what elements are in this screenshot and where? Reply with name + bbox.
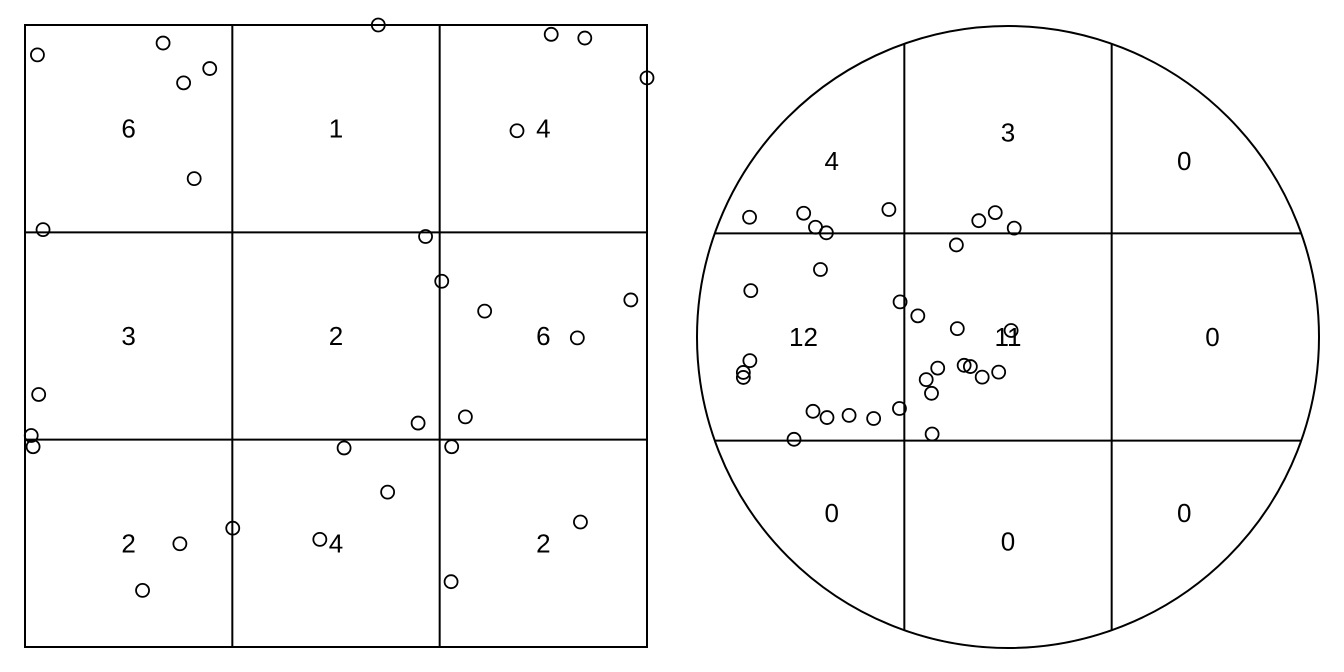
window-border (24, 24, 648, 648)
point-marker (918, 372, 934, 388)
quadrat-count-label: 4 (825, 146, 839, 176)
quadrat-count-label: 2 (329, 321, 343, 351)
quadrat-count-label: 4 (329, 528, 343, 558)
quadrat-count-label: 0 (1177, 498, 1191, 528)
point-marker (910, 308, 926, 324)
point-marker (202, 61, 218, 76)
point-marker (35, 222, 51, 238)
point-marker (477, 303, 493, 319)
quadrat-count-label: 0 (825, 498, 839, 528)
point-marker (987, 205, 1003, 221)
quadrat-count-label: 2 (536, 528, 550, 558)
point-marker (881, 202, 897, 217)
point-marker (1003, 323, 1019, 338)
point-marker (930, 360, 946, 376)
point-marker (742, 209, 757, 225)
point-marker (813, 262, 828, 277)
point-marker (892, 294, 908, 310)
quadrat-count-label: 0 (1177, 146, 1191, 176)
point-marker (31, 387, 47, 402)
point-marker (225, 520, 241, 536)
point-marker (796, 205, 812, 221)
point-marker (569, 330, 585, 346)
point-marker (418, 229, 433, 244)
point-marker (892, 401, 907, 416)
point-marker (786, 431, 802, 447)
point-marker (924, 426, 940, 442)
point-marker (819, 410, 835, 425)
point-marker (444, 439, 460, 455)
point-marker (948, 237, 964, 253)
quadrat-count-label: 0 (1001, 527, 1015, 557)
point-marker (172, 536, 188, 552)
quadrat-count-label: 2 (121, 528, 135, 558)
point-marker (410, 415, 426, 431)
point-marker (543, 26, 559, 42)
point-marker (956, 357, 972, 373)
point-marker (443, 574, 459, 590)
point-marker (735, 370, 751, 385)
quadrat-count-label: 4 (536, 114, 550, 144)
quadrat-count-label: 6 (121, 114, 135, 144)
point-marker (742, 353, 758, 369)
point-marker (30, 47, 45, 63)
point-marker (135, 582, 150, 598)
point-marker (457, 409, 473, 425)
point-marker (743, 283, 759, 299)
quadrat-count-label: 1 (329, 114, 343, 144)
point-marker (23, 428, 39, 443)
point-marker (434, 273, 450, 289)
point-marker (155, 35, 171, 51)
point-marker (176, 75, 192, 91)
point-marker (25, 439, 41, 455)
point-marker (186, 171, 202, 187)
point-marker (991, 364, 1007, 380)
point-marker (623, 292, 639, 308)
point-marker (866, 411, 882, 426)
point-marker (735, 365, 751, 380)
point-marker (1006, 220, 1022, 236)
point-marker (577, 30, 593, 46)
point-marker (971, 213, 987, 229)
square-window-panel: 6 1 4 3 2 6 2 4 2 (23, 17, 655, 648)
point-marker (974, 369, 990, 385)
quadrat-count-label: 6 (536, 321, 550, 351)
point-marker (924, 385, 939, 401)
point-marker (336, 440, 352, 456)
point-marker (370, 17, 386, 33)
point-marker (805, 403, 821, 419)
quadrat-count-label: 0 (1205, 322, 1219, 352)
point-marker (639, 70, 655, 86)
point-marker (509, 123, 525, 139)
window-border (696, 25, 1320, 649)
point-marker (841, 407, 857, 423)
point-marker (312, 531, 328, 547)
point-marker (962, 359, 978, 374)
quadrat-count-label: 3 (121, 321, 135, 351)
point-marker (818, 225, 834, 241)
point-marker (573, 514, 588, 530)
quadrat-count-label: 12 (789, 322, 818, 352)
quadrat-count-label: 3 (1001, 117, 1015, 147)
point-marker (949, 321, 965, 337)
point-marker (380, 484, 396, 500)
